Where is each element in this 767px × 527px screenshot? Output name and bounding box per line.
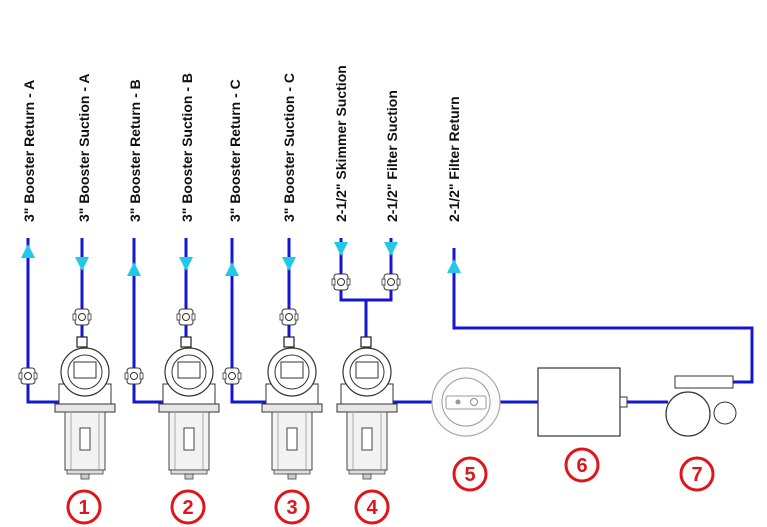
label-booster-return-a: 3" Booster Return - A xyxy=(21,80,37,222)
booster-pumps xyxy=(54,347,398,480)
svg-text:6: 6 xyxy=(576,455,587,477)
svg-text:4: 4 xyxy=(366,497,378,519)
coupler-icon xyxy=(180,336,192,348)
coupler-icon xyxy=(283,336,295,348)
label-booster-suction-b: 3" Booster Suction - B xyxy=(179,73,195,222)
filter-tank-icon xyxy=(431,367,501,437)
booster-pump-icon xyxy=(336,347,398,480)
coupler-icon xyxy=(76,336,88,348)
arrow-down-icon xyxy=(282,257,296,271)
arrow-up-icon xyxy=(225,262,239,276)
component-number-2: 2 xyxy=(170,489,206,525)
component-numbers: 1 2 3 4 5 6 7 xyxy=(66,447,715,525)
arrow-up-icon xyxy=(447,259,461,273)
label-booster-suction-a: 3" Booster Suction - A xyxy=(76,74,92,222)
couplers xyxy=(76,336,372,348)
component-number-3: 3 xyxy=(274,489,310,525)
label-booster-return-c: 3" Booster Return - C xyxy=(227,79,243,222)
check-valve-icon xyxy=(381,273,401,291)
arrow-up-icon xyxy=(21,244,35,258)
label-filter-return: 2-1/2" Filter Return xyxy=(446,96,462,222)
check-valve-icon xyxy=(176,308,196,326)
svg-text:5: 5 xyxy=(464,464,475,486)
pipes xyxy=(26,238,754,404)
coupler-icon xyxy=(360,336,372,348)
flow-arrows xyxy=(21,242,461,276)
arrow-down-icon xyxy=(334,242,348,256)
label-filter-suction: 2-1/2" Filter Suction xyxy=(384,90,400,222)
component-number-5: 5 xyxy=(452,456,488,492)
component-number-7: 7 xyxy=(679,456,715,492)
booster-pump-icon xyxy=(158,347,220,480)
arrow-down-icon xyxy=(384,242,398,256)
check-valve-icon xyxy=(222,367,242,385)
arrow-down-icon xyxy=(179,257,193,271)
line-labels: 3" Booster Return - A 3" Booster Suction… xyxy=(21,65,462,222)
check-valve-icon xyxy=(124,367,144,385)
component-number-4: 4 xyxy=(354,489,390,525)
arrow-down-icon xyxy=(75,257,89,271)
check-valve-icon xyxy=(72,308,92,326)
check-valve-icon xyxy=(331,273,351,291)
svg-text:2: 2 xyxy=(182,497,193,519)
heater-box-icon xyxy=(537,367,628,437)
svg-text:3: 3 xyxy=(286,497,297,519)
label-skimmer-suction: 2-1/2" Skimmer Suction xyxy=(333,65,349,222)
booster-pump-icon xyxy=(54,347,116,480)
arrow-up-icon xyxy=(127,262,141,276)
check-valve-icon xyxy=(18,367,38,385)
component-number-1: 1 xyxy=(66,489,102,525)
component-number-6: 6 xyxy=(564,447,600,483)
label-booster-suction-c: 3" Booster Suction - C xyxy=(281,73,297,222)
label-booster-return-b: 3" Booster Return - B xyxy=(127,79,143,222)
check-valve-icon xyxy=(279,308,299,326)
main-pump-icon xyxy=(665,375,737,437)
svg-text:7: 7 xyxy=(691,464,702,486)
svg-text:1: 1 xyxy=(78,497,89,519)
booster-pump-icon xyxy=(261,347,323,480)
